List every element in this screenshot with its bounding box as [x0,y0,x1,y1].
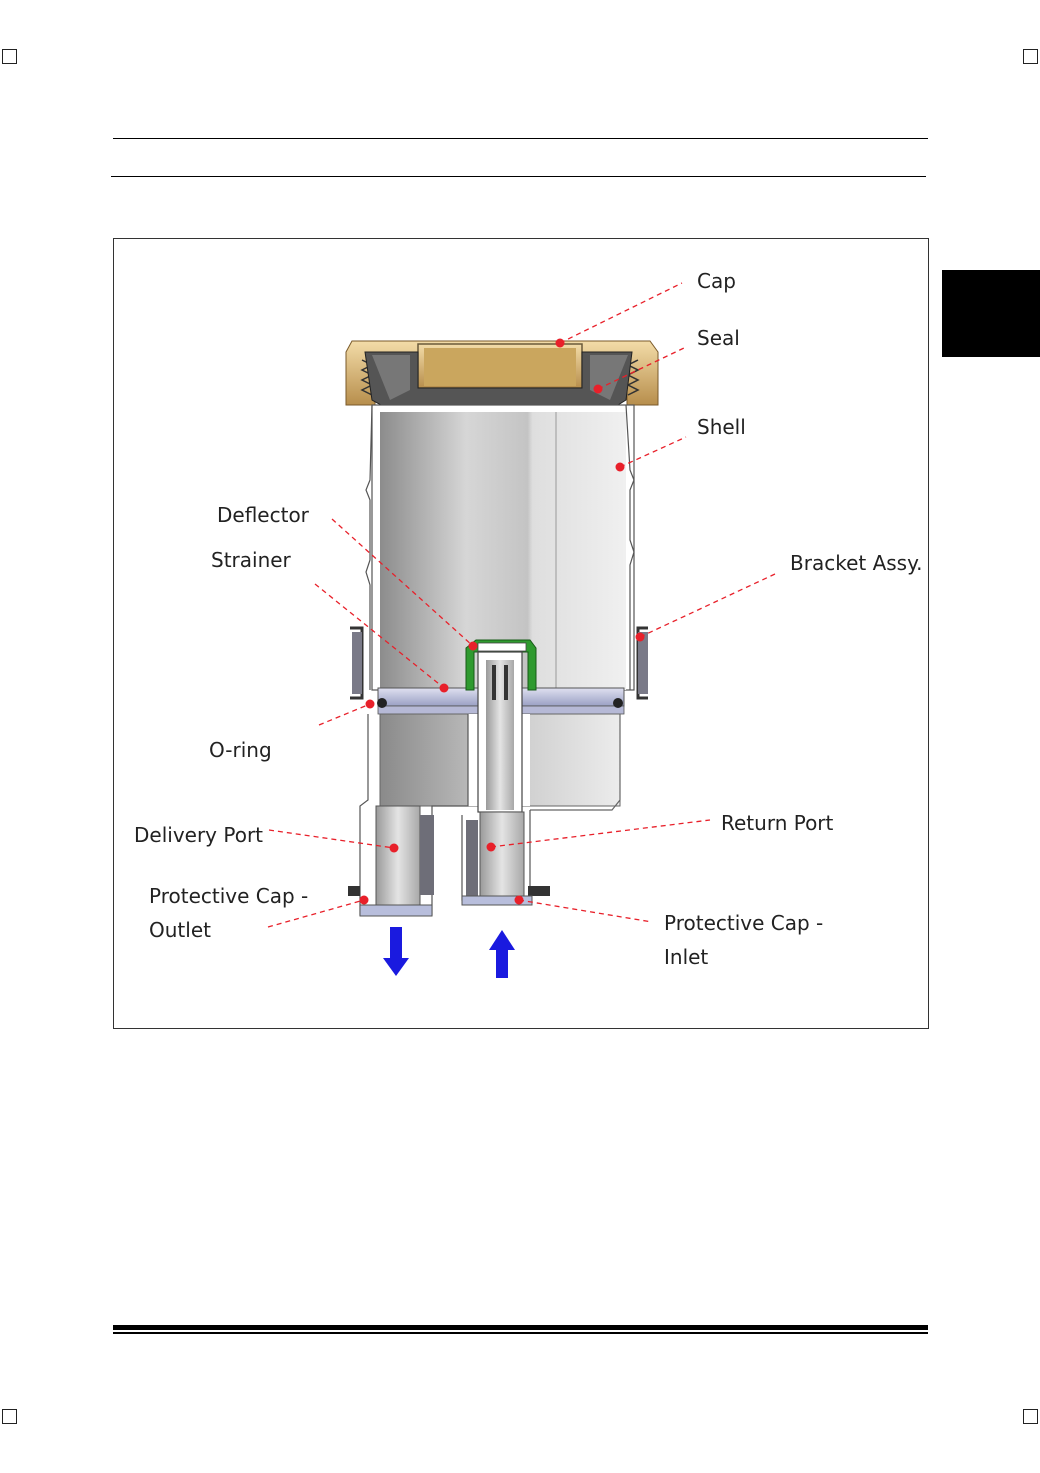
return-port-part [461,810,550,906]
leader-return [490,819,711,848]
leader-bracket [639,573,776,638]
label-oring: O-ring [209,738,272,762]
dot-shell [615,462,625,472]
header-rule-top [113,138,928,139]
center-tube [477,651,523,813]
leader-cap [559,282,683,344]
leader-delivery [268,829,395,849]
dot-return [486,842,496,852]
section-tab [942,270,1040,357]
delivery-port-part [348,714,469,917]
dot-deflector [468,641,478,651]
label-cap: Cap [697,269,736,293]
crop-mark-bottom-left [2,1409,17,1424]
arrow-down-icon [383,927,409,976]
dot-prot-inlet [514,895,524,905]
dot-prot-outlet [359,895,369,905]
crop-mark-bottom-right [1023,1409,1038,1424]
label-protective-cap-inlet-2: Inlet [664,945,708,969]
label-protective-cap-inlet-1: Protective Cap - [664,911,823,935]
label-seal: Seal [697,326,740,350]
dot-strainer [439,683,449,693]
dot-delivery [389,843,399,853]
label-bracket-assy: Bracket Assy. [790,551,922,575]
footer-rule-thick [113,1325,928,1330]
label-protective-cap-outlet-1: Protective Cap - [149,884,308,908]
dot-oring [365,699,375,709]
header-rule-bottom [111,176,926,177]
label-return-port: Return Port [721,811,834,835]
label-deflector: Deflector [217,503,310,527]
arrow-up-icon [489,930,515,978]
crop-mark-top-right [1023,49,1038,64]
footer-rule-thin [113,1332,928,1334]
leader-shell [619,436,687,468]
dot-cap [555,338,565,348]
label-shell: Shell [697,415,746,439]
leader-seal [597,347,685,390]
leader-prot-inlet [518,899,653,923]
leader-strainer [314,583,445,689]
dot-seal [593,384,603,394]
label-protective-cap-outlet-2: Outlet [149,918,211,942]
dot-bracket [635,632,645,642]
leader-prot-outlet [267,899,365,928]
figure-frame [113,238,929,1029]
crop-mark-top-left [2,49,17,64]
leader-deflector [331,518,474,647]
leader-oring [318,703,371,726]
label-delivery-port: Delivery Port [134,823,263,847]
label-strainer: Strainer [211,548,292,572]
bracket-assy-part [350,626,648,700]
